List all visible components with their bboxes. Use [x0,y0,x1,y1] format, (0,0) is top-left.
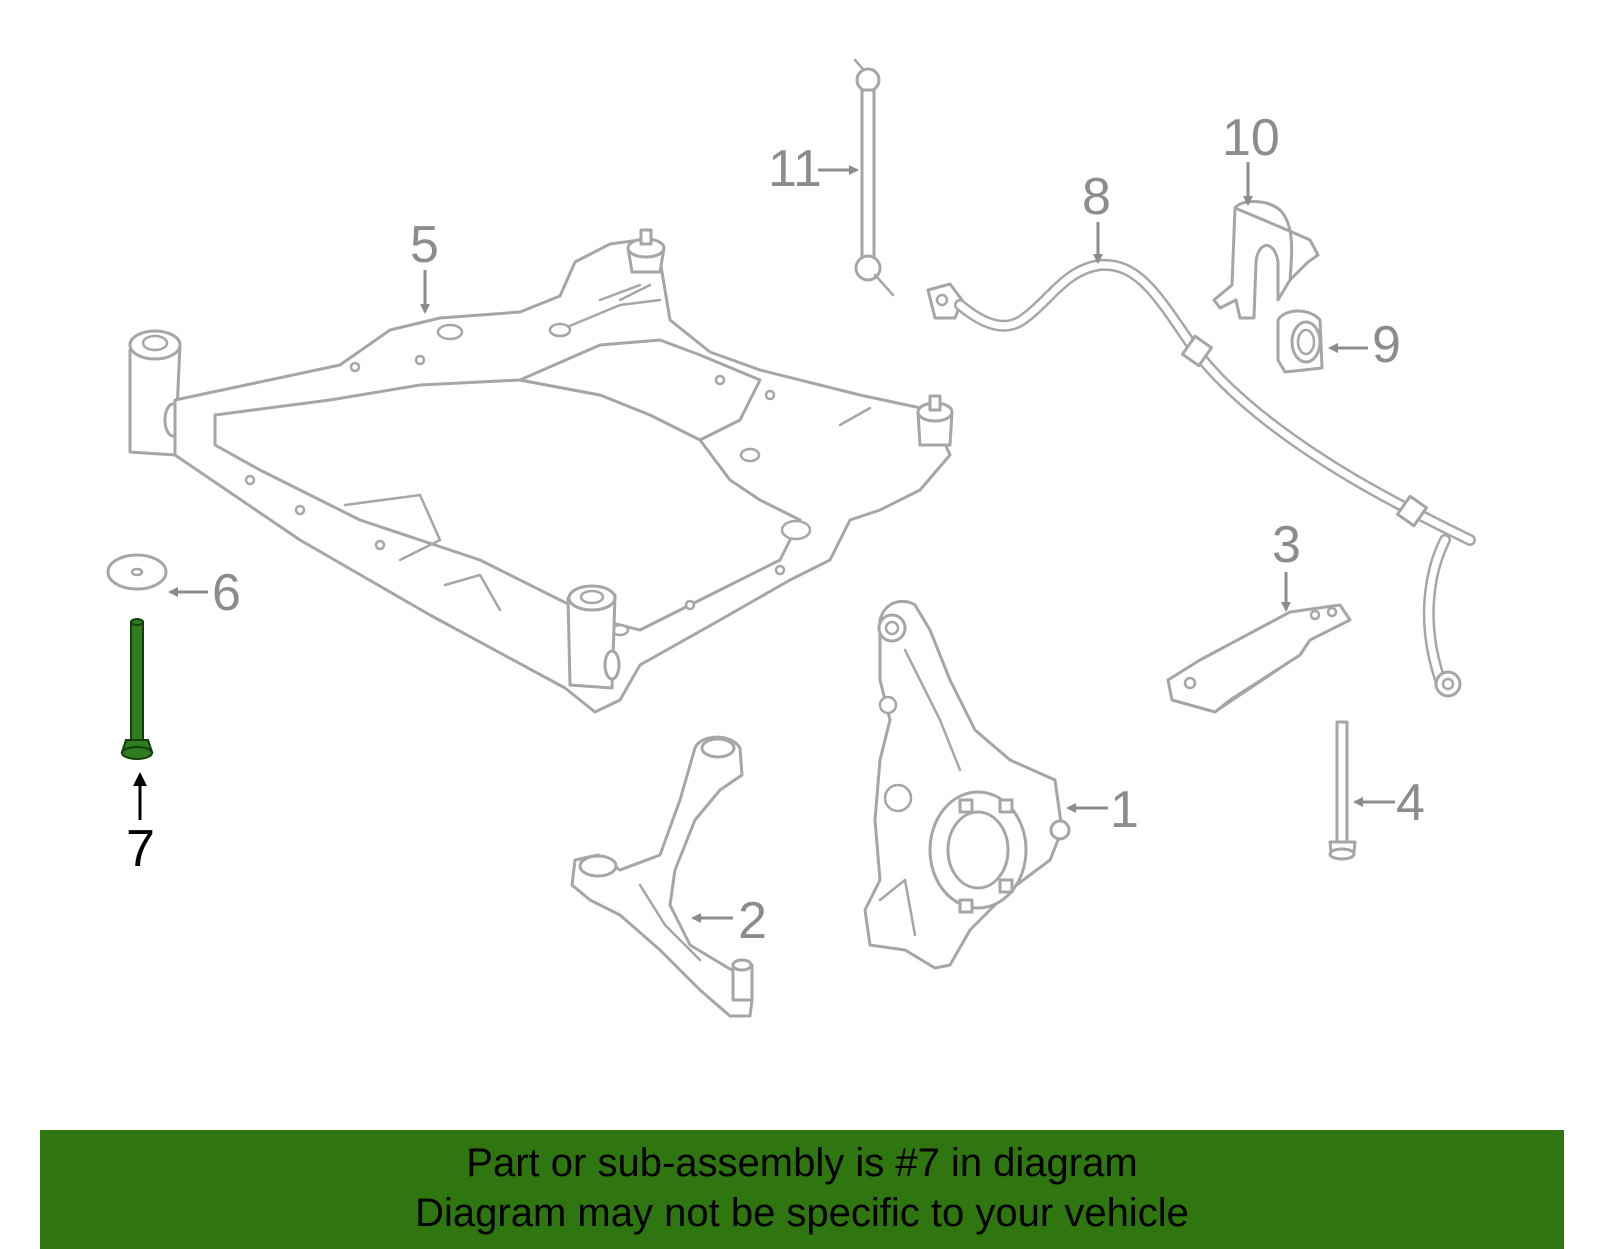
subframe-part-5[interactable] [128,228,954,714]
callout-11: 11 [768,140,822,198]
info-banner: Part or sub-assembly is #7 in diagram Di… [40,1130,1564,1249]
lower-control-arm-part-2[interactable] [570,735,754,1018]
callout-8: 8 [1082,168,1111,226]
banner-line-1: Part or sub-assembly is #7 in diagram [466,1141,1138,1185]
callout-6: 6 [212,564,241,622]
washer-part-6[interactable] [106,553,168,591]
callout-5: 5 [410,216,439,274]
stabilizer-link-part-11[interactable] [853,58,895,297]
banner-line-2: Diagram may not be specific to your vehi… [415,1191,1189,1235]
callout-10: 10 [1222,109,1280,167]
callout-9: 9 [1372,316,1401,374]
bolt-part-7-highlighted[interactable] [120,618,154,760]
steering-knuckle-part-1[interactable] [863,599,1071,970]
bolt-part-4[interactable] [1328,720,1357,861]
bushing-part-9[interactable] [1276,309,1324,374]
callout-7: 7 [126,820,155,878]
callout-1: 1 [1110,781,1139,839]
callout-4: 4 [1396,774,1425,832]
bushing-clamp-part-10[interactable] [1212,200,1320,320]
bracket-part-3[interactable] [1166,603,1352,714]
stabilizer-bar-part-8[interactable] [926,258,1476,698]
callout-2: 2 [738,892,767,950]
callout-3: 3 [1272,516,1301,574]
